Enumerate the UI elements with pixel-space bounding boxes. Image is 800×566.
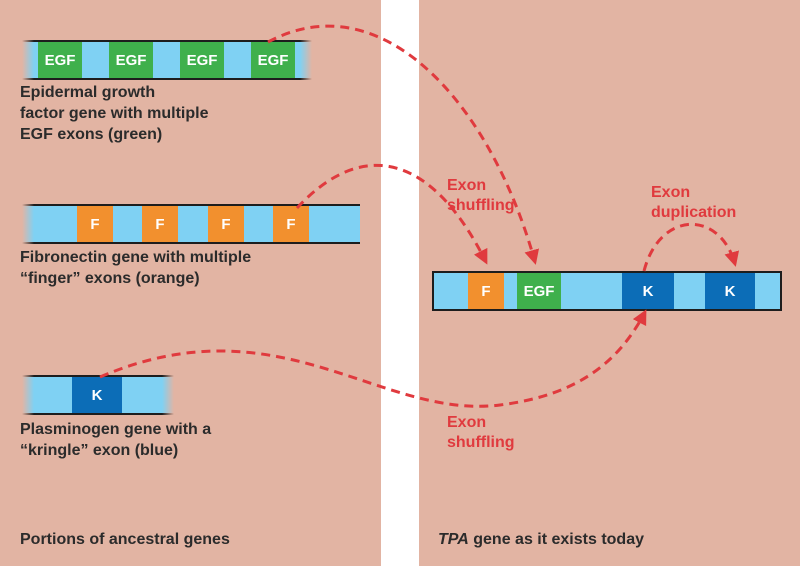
plasminogen-gene-bar: K: [22, 375, 174, 415]
egf-exon: EGF: [38, 42, 82, 78]
finger-exon: F: [468, 273, 504, 309]
fibronectin-gene-label: Fibronectin gene with multiple “finger” …: [20, 249, 252, 287]
finger-exon: F: [273, 206, 309, 242]
kringle-exon: K: [705, 273, 755, 309]
egf-gene-bar: EGF EGF EGF EGF: [22, 40, 312, 80]
egf-gene-label: Epidermal growth factor gene with multip…: [20, 84, 209, 143]
egf-exon: EGF: [517, 273, 561, 309]
exon-shuffling-label-top: Exon shuffling: [447, 177, 515, 214]
exon-duplication-label: Exon duplication: [651, 184, 737, 221]
left-caption: Portions of ancestral genes: [20, 531, 230, 548]
tpa-gene-bar: F EGF K K: [432, 271, 782, 311]
kringle-exon: K: [72, 377, 122, 413]
exon-shuffling-label-bottom: Exon shuffling: [447, 414, 515, 451]
plasminogen-gene-label: Plasminogen gene with a “kringle” exon (…: [20, 421, 212, 459]
egf-exon: EGF: [180, 42, 224, 78]
egf-exon: EGF: [109, 42, 153, 78]
finger-exon: F: [77, 206, 113, 242]
egf-exon: EGF: [251, 42, 295, 78]
finger-exon: F: [208, 206, 244, 242]
fibronectin-gene-bar: F F F F: [22, 204, 360, 244]
right-caption: TPA gene as it exists today: [438, 531, 644, 548]
finger-exon: F: [142, 206, 178, 242]
kringle-exon: K: [622, 273, 674, 309]
